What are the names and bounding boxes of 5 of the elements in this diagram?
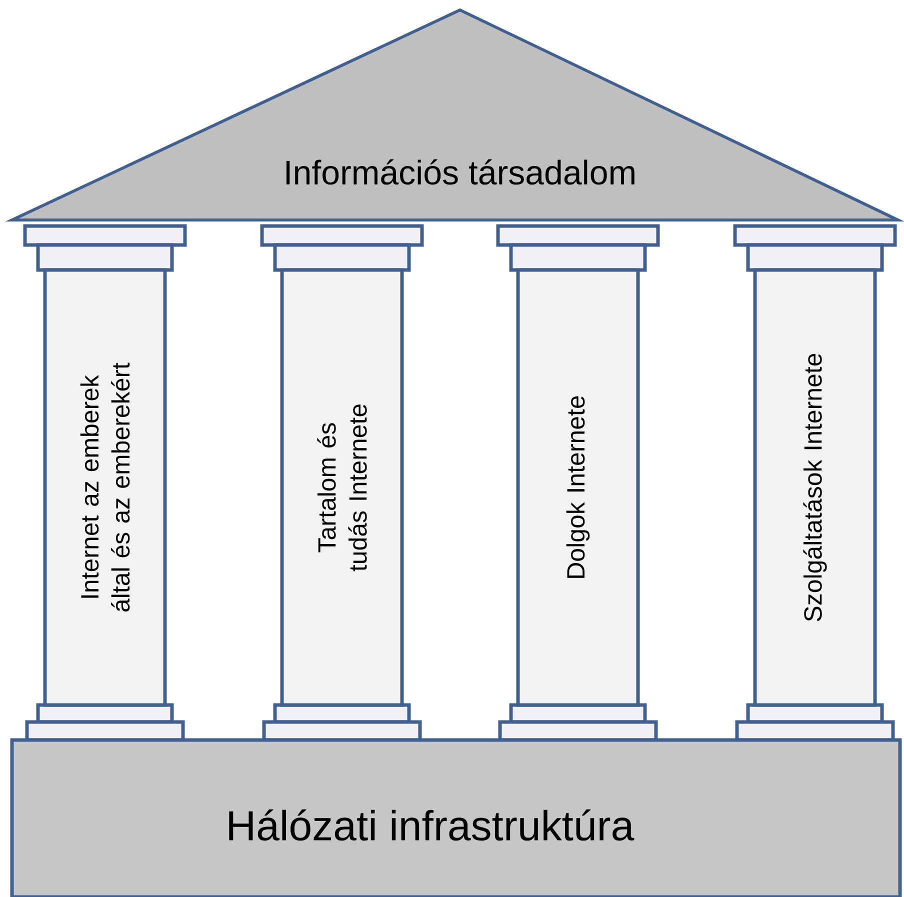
base-block: Hálózati infrastruktúra <box>10 738 902 897</box>
pillar: Szolgáltatások Internete <box>733 224 897 742</box>
pillar: Dolgok Internete <box>496 224 660 742</box>
pillar: Internet az emberek által és az emberekért <box>23 224 187 742</box>
pillar: Tartalom és tudás Internete <box>260 224 424 742</box>
